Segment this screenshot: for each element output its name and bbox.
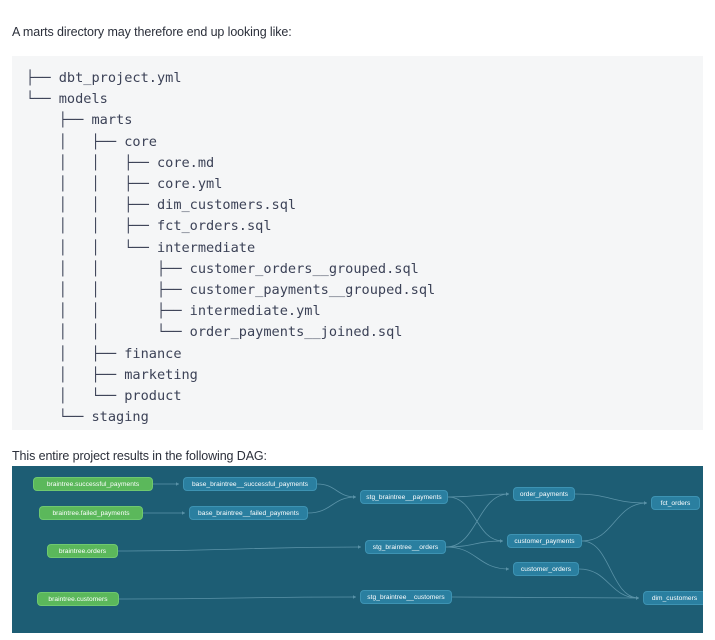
dag-node-customer-payments[interactable]: customer_payments [507,534,582,548]
dag-edge [307,496,357,514]
dag-node-stg-braintree-orders[interactable]: stg_braintree__orders [365,540,446,554]
code-line: ├── dbt_project.yml [26,70,182,86]
code-line: └── staging [26,409,149,426]
code-line: │ │ ├── customer_payments__grouped.sql [26,282,436,299]
dag-edge-arrowhead [182,511,185,515]
dag-edge-arrowhead [353,595,356,599]
dag-node-braintree-orders[interactable]: braintree.orders [47,544,118,558]
code-line: │ └── product [26,388,182,405]
code-line: │ │ ├── core.yml [26,176,223,193]
dag-node-base-braintree-successful-payments[interactable]: base_braintree__successful_payments [183,477,317,491]
dag-edge [451,596,640,599]
dag-node-stg-braintree-customers[interactable]: stg_braintree__customers [360,590,452,604]
code-line: │ ├── core [26,133,157,150]
dag-diagram-panel[interactable]: braintree.successful_payments braintree.f… [12,466,703,633]
code-line: ├── marts [26,112,133,129]
code-line: │ ├── finance [26,345,182,362]
code-line: │ │ └── intermediate [26,239,256,256]
dag-node-braintree-failed-payments[interactable]: braintree.failed_payments [39,506,143,520]
dag-edge-arrowhead [506,567,509,571]
code-line: │ │ ├── core.md [26,154,215,171]
dag-edge [445,493,510,548]
dag-node-fct-orders[interactable]: fct_orders [651,496,700,510]
dag-edge-arrowhead [636,596,639,600]
code-line: │ │ ├── dim_customers.sql [26,197,297,214]
dag-edge-arrowhead [644,501,647,505]
dag-edge-arrowhead [353,495,356,499]
dag-node-base-braintree-failed-payments[interactable]: base_braintree__failed_payments [189,506,308,520]
dag-edge [445,540,504,548]
dag-paragraph: This entire project results in the follo… [12,448,267,463]
dag-edge [581,540,640,599]
code-line: │ │ ├── intermediate.yml [26,303,321,320]
directory-tree-code-block: ├── dbt_project.yml└── models ├── marts … [12,56,703,430]
dag-edge-arrowhead [506,492,509,496]
dag-edges-layer [117,482,648,600]
dag-edge-arrowhead [358,545,361,549]
dag-edge [447,493,510,498]
dag-edge [118,596,357,600]
dag-node-stg-braintree-payments[interactable]: stg_braintree__payments [360,490,448,504]
dag-node-order-payments[interactable]: order_payments [513,487,575,501]
dag-edge [578,568,640,599]
code-line: └── models [26,91,108,108]
dag-edge [581,502,648,542]
intro-paragraph: A marts directory may therefore end up l… [12,24,292,39]
code-line: │ │ └── order_payments__joined.sql [26,324,403,341]
code-line: │ │ ├── fct_orders.sql [26,218,272,235]
dag-edge [316,483,357,498]
code-line: │ ├── marketing [26,366,198,383]
dag-edge [574,493,648,504]
dag-node-dim-customers[interactable]: dim_customers [643,591,703,605]
dag-node-customer-orders[interactable]: customer_orders [513,562,579,576]
dag-edge [445,546,510,570]
dag-edge [447,496,504,542]
dag-node-braintree-customers[interactable]: braintree.customers [37,592,119,606]
code-line: │ │ ├── customer_orders__grouped.sql [26,260,419,277]
dag-edge-arrowhead [176,482,179,486]
dag-edge-arrowhead [500,539,503,543]
dag-edge [117,546,362,552]
dag-node-braintree-successful-payments[interactable]: braintree.successful_payments [33,477,153,491]
